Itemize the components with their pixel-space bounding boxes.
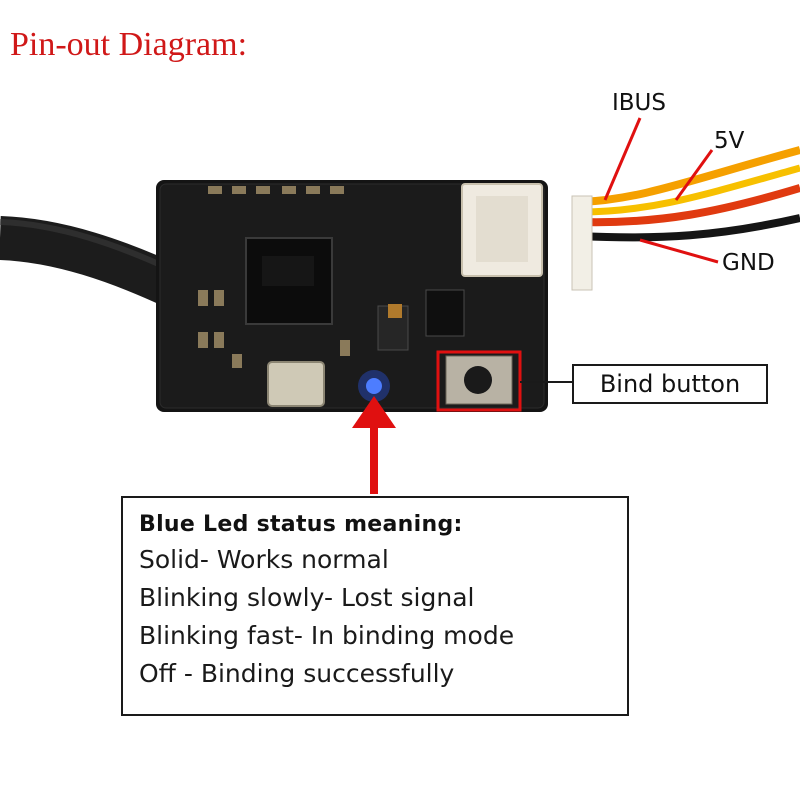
annotations: [352, 117, 719, 494]
legend-line: Blinking fast- In binding mode: [139, 621, 515, 650]
page-title: Pin-out Diagram:: [10, 26, 248, 63]
pin-label-gnd: GND: [722, 250, 775, 276]
led-arrow: [352, 396, 396, 494]
wire-bundle: [571, 146, 800, 291]
legend-line: Off - Binding successfully: [139, 659, 455, 688]
gnd-leader-line: [639, 238, 719, 264]
v5-leader-line: [674, 149, 714, 201]
bind-button-label: Bind button: [572, 364, 768, 404]
receiver-pcb: [156, 180, 548, 412]
pin-label-5v: 5V: [714, 128, 745, 154]
ibus-leader-line: [603, 117, 642, 201]
crystal-oscillator: [267, 361, 325, 407]
legend-heading: Blue Led status meaning:: [139, 512, 463, 537]
legend-line: Blinking slowly- Lost signal: [139, 583, 475, 612]
legend-line: Solid- Works normal: [139, 545, 389, 574]
pin-label-ibus: IBUS: [612, 90, 666, 116]
led-status-legend: Blue Led status meaning: Solid- Works no…: [121, 496, 629, 716]
